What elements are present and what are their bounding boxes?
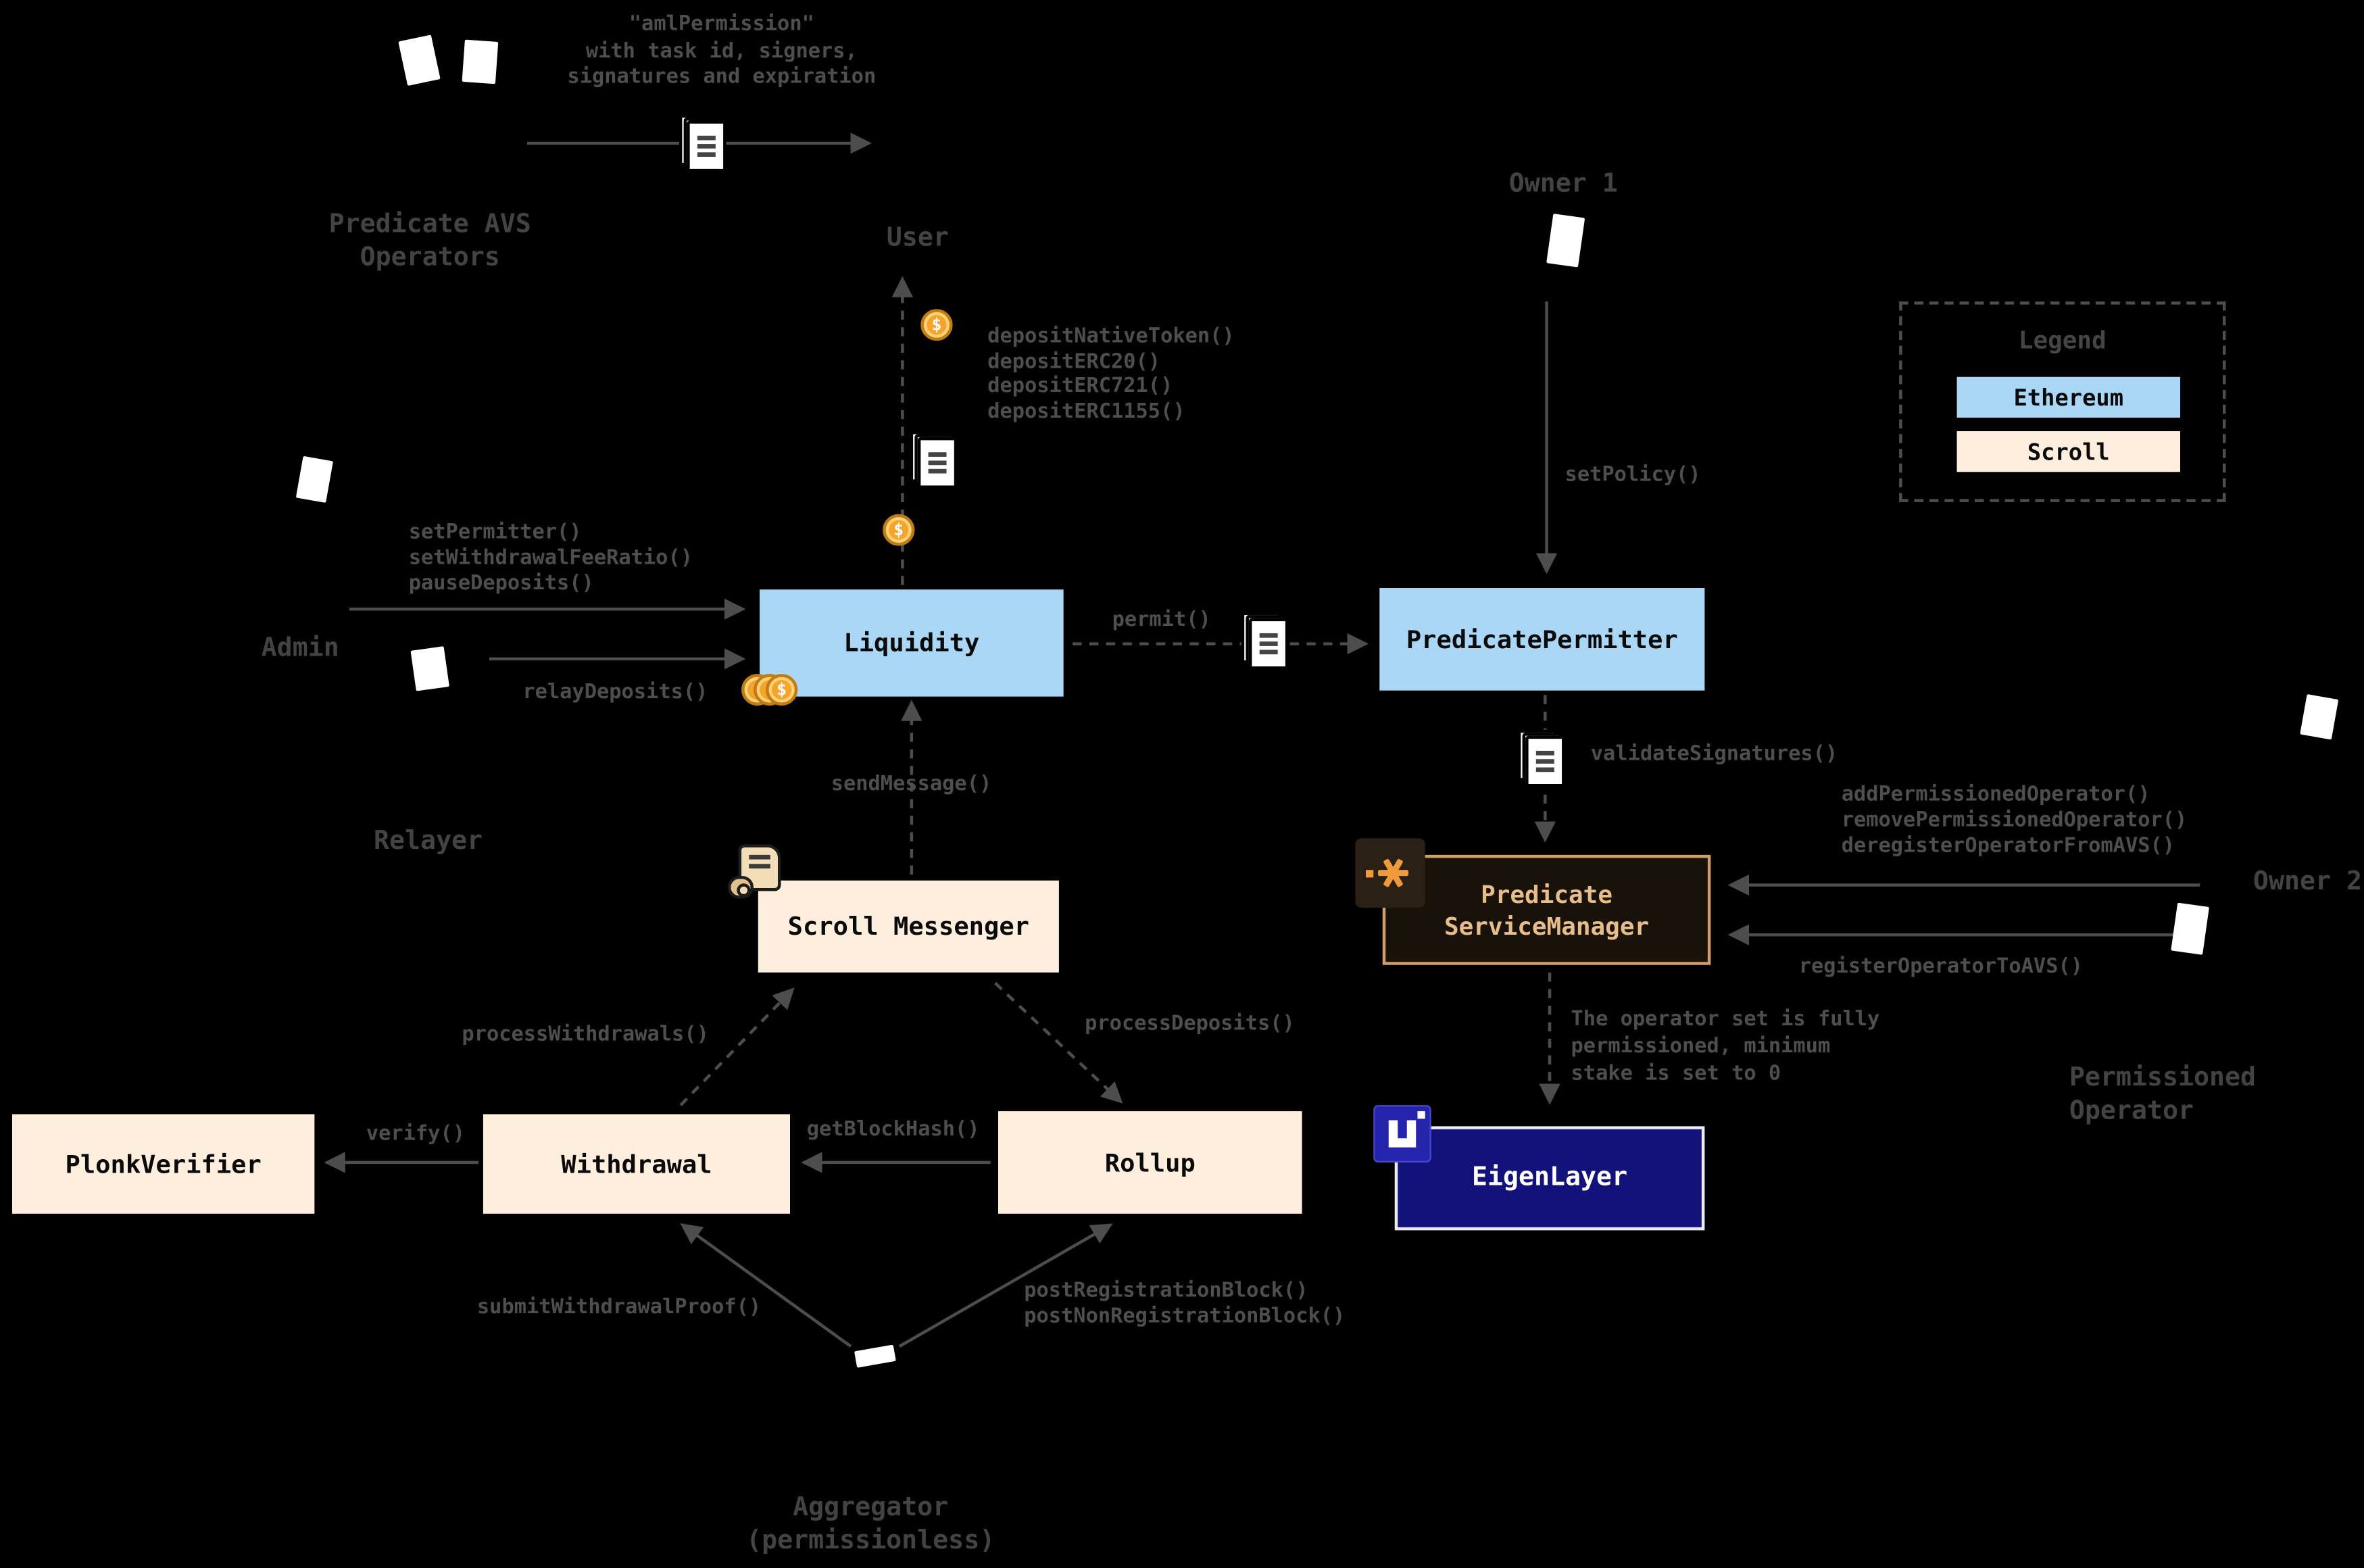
call-set-policy: setPolicy() (1565, 462, 1701, 487)
call-operator-admin-functions: addPermissionedOperator() removePermissi… (1841, 782, 2188, 858)
legend-item-ethereum: Ethereum (1956, 376, 2181, 418)
deposit-document-icon (910, 431, 958, 489)
signatures-document-icon (1517, 729, 1565, 787)
arrow-submit-withdrawal-proof (680, 1223, 852, 1348)
label-aggregator: Aggregator (permissionless) (746, 1492, 995, 1557)
eigenlayer-logo-icon (1373, 1105, 1431, 1162)
node-plonk-verifier: PlonkVerifier (11, 1114, 315, 1214)
label-predicate-avs-operators: Predicate AVS Operators (328, 210, 531, 273)
call-permit: permit() (1112, 608, 1211, 632)
note-operator-set: The operator set is fully permissioned, … (1571, 1007, 1880, 1086)
relayer-icon (410, 646, 449, 691)
legend-title: Legend (2018, 325, 2107, 355)
aml-permission-note: "amlPermission" with task id, signers, s… (567, 11, 877, 89)
coin-stack-icon: $ (741, 674, 814, 707)
coin-icon-user-deposit: $ (920, 309, 953, 341)
avs-operator-icon-2 (462, 39, 499, 84)
coin-icon-liquidity-deposit: $ (883, 514, 915, 546)
node-liquidity: Liquidity (760, 589, 1064, 697)
call-process-deposits: processDeposits() (1085, 1011, 1295, 1036)
call-get-block-hash: getBlockHash() (806, 1117, 980, 1142)
scroll-icon (724, 841, 788, 905)
call-admin-functions: setPermitter() setWithdrawalFeeRatio() p… (408, 520, 693, 596)
arrow-post-blocks (898, 1223, 1113, 1348)
call-post-blocks: postRegistrationBlock() postNonRegistrat… (1024, 1278, 1346, 1329)
label-admin: Admin (261, 633, 339, 664)
call-submit-withdrawal-proof: submitWithdrawalProof() (476, 1295, 762, 1319)
call-send-message: sendMessage() (831, 772, 992, 796)
label-permissioned-operator: Permissioned Operator (2069, 1062, 2257, 1127)
call-deposit-functions: depositNativeToken() depositERC20() depo… (987, 324, 1235, 423)
node-scroll-messenger: Scroll Messenger (758, 880, 1059, 973)
permit-document-icon (1241, 612, 1289, 670)
label-owner-2: Owner 2 (2252, 866, 2363, 898)
label-owner-1: Owner 1 (1508, 168, 1618, 199)
arrow-process-deposits (993, 981, 1123, 1104)
node-withdrawal: Withdrawal (483, 1114, 791, 1214)
message-document-icon (679, 114, 727, 172)
call-relay-deposits: relayDeposits() (522, 680, 708, 704)
coin-front: $ (766, 674, 798, 706)
label-relayer: Relayer (374, 826, 483, 857)
node-eigenlayer: EigenLayer (1394, 1126, 1705, 1231)
node-predicate-service-manager: Predicate ServiceManager (1382, 854, 1711, 965)
node-predicate-permitter: PredicatePermitter (1379, 588, 1705, 691)
call-validate-signatures: validateSignatures() (1590, 741, 1838, 766)
call-register-operator: registerOperatorToAVS() (1798, 954, 2084, 979)
legend-item-scroll: Scroll (1956, 431, 2181, 472)
owner2-icon (2171, 902, 2210, 955)
legend: Legend Ethereum Scroll (1899, 301, 2226, 502)
label-user: User (886, 223, 949, 253)
node-rollup: Rollup (998, 1111, 1302, 1214)
call-verify: verify() (366, 1121, 465, 1146)
call-process-withdrawals: processWithdrawals() (462, 1022, 709, 1047)
predicate-logo-icon (1355, 838, 1425, 908)
